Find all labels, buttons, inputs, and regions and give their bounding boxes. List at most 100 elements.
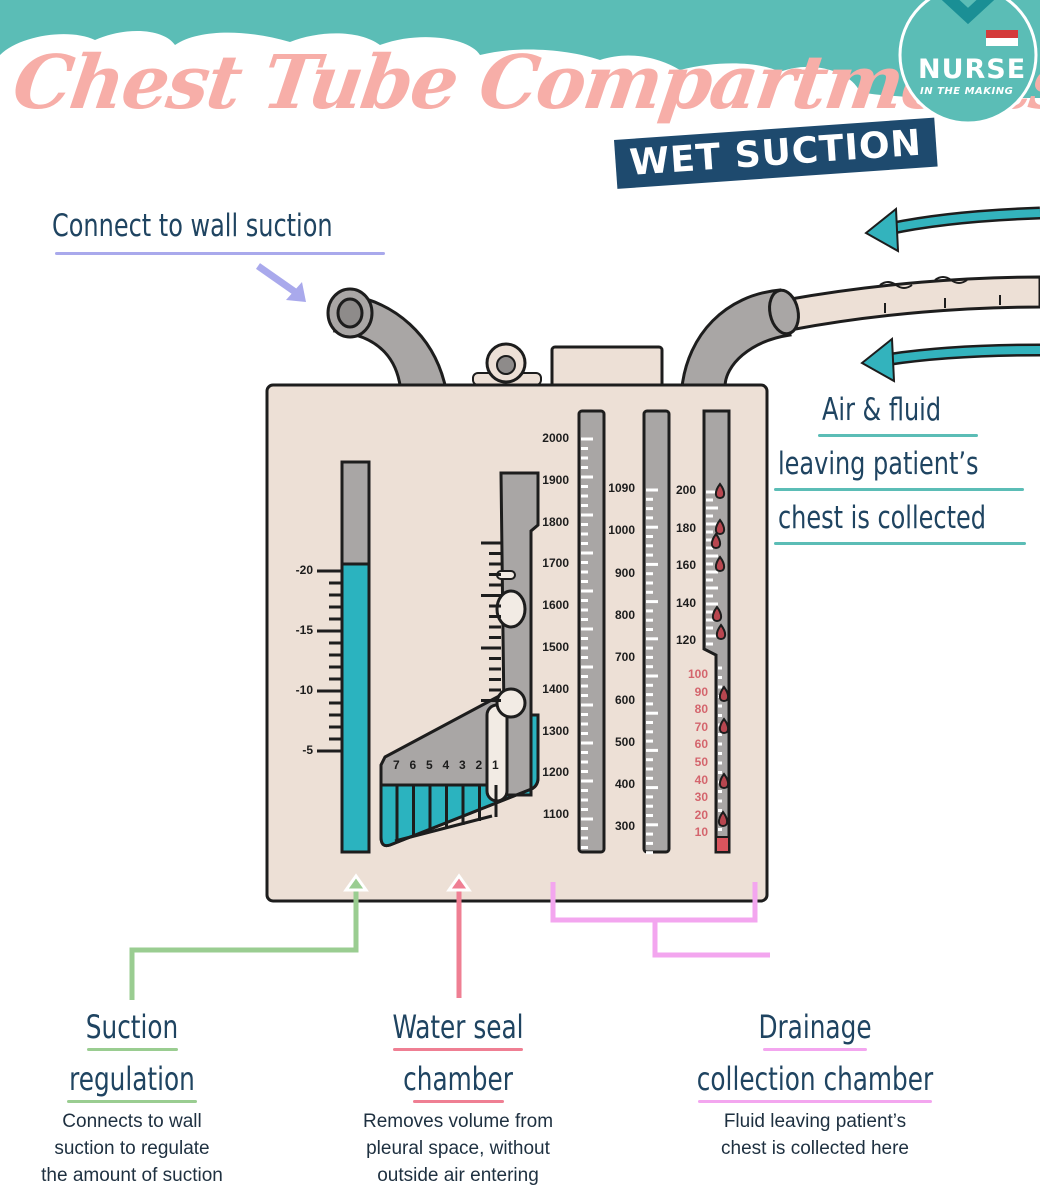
fluid-drop-icon	[714, 555, 726, 573]
suction-fluid-level	[340, 562, 371, 854]
collection-1-label: 1600	[542, 598, 569, 613]
fluid-drop-icon	[718, 685, 730, 703]
collection-3-lower-label: 80	[694, 702, 708, 717]
arrow-out-bottom-icon	[884, 346, 1040, 364]
collection-3-upper-label: 140	[675, 595, 696, 610]
wall-suction-underline	[55, 252, 385, 255]
fluid-drop-icon	[714, 518, 726, 536]
collection-1-label: 1900	[542, 472, 569, 487]
collection-3-lower-label: 70	[694, 719, 708, 734]
wall-suction-label: Connect to wall suction	[52, 208, 333, 244]
suction-regulation-title: Suction	[85, 1008, 179, 1046]
collection-2-label: 1000	[608, 523, 635, 538]
collection-1-label: 1300	[542, 723, 569, 738]
air-fluid-underline	[818, 434, 978, 437]
description-line: Connects to wall	[62, 1111, 202, 1132]
collection-2-label: 700	[614, 650, 635, 665]
page-title: Chest Tube Compartments	[7, 40, 1040, 126]
description-line: chest is collected here	[721, 1138, 909, 1159]
collection-3-lower-label: 10	[694, 825, 708, 840]
suction-regulation-underline	[67, 1100, 197, 1103]
drainage-collection-title: collection chamber	[696, 1060, 934, 1098]
patient-tube	[680, 275, 1040, 389]
fluid-drop-icon	[718, 772, 730, 790]
air-fluid-label-line: Air & fluid	[822, 392, 942, 428]
collection-1-label: 1700	[542, 556, 569, 571]
air-fluid-label-line: leaving patient’s	[778, 446, 979, 482]
water-seal-underline	[412, 1100, 504, 1103]
blood-level	[715, 836, 730, 853]
fluid-drop-icon	[715, 623, 727, 641]
collection-2-label: 1090	[608, 481, 635, 495]
collection-3-lower-label: 30	[694, 790, 708, 805]
collection-1-label: 1200	[542, 765, 569, 780]
suction-scale-label: -10	[295, 683, 313, 697]
collection-1-label: 2000	[542, 431, 569, 445]
collection-2-label: 900	[614, 565, 635, 580]
chamber-pointers	[129, 873, 770, 1000]
collection-3-upper-label: 200	[675, 483, 696, 497]
water-seal-title: chamber	[403, 1060, 513, 1098]
suction-regulation-title: regulation	[69, 1060, 195, 1098]
collection-3-lower-label: 100	[687, 667, 708, 681]
drainage-collection-description: Fluid leaving patient’s chest is collecte…	[665, 1108, 965, 1162]
water-seal-fluid	[379, 713, 540, 848]
water-seal-description: Removes volume from pleural space, withou…	[308, 1108, 608, 1189]
flag-icon	[986, 30, 1018, 38]
collection-2-label: 400	[614, 777, 635, 792]
collection-3-upper-label: 120	[675, 633, 696, 647]
collection-1-label: 1500	[542, 640, 569, 654]
air-fluid-underline	[774, 542, 1026, 545]
suction-scale-label: -20	[295, 563, 313, 577]
lavender-arrow-icon	[255, 263, 306, 302]
collection-3-lower-label: 50	[694, 755, 708, 769]
water-seal-scale-label: 6	[409, 758, 417, 772]
suction-pointer-line	[129, 884, 359, 1000]
logo-badge	[898, 0, 1038, 125]
air-fluid-underline	[774, 488, 1024, 491]
water-seal-scale-label: 3	[459, 758, 466, 772]
collection-1-label: 1100	[542, 807, 569, 822]
collection-2-label: 600	[614, 692, 635, 707]
water-seal-underline	[393, 1048, 523, 1051]
chest-drain-device	[265, 287, 769, 903]
collection-2-label: 800	[614, 607, 635, 622]
suction-regulation-underline	[86, 1048, 178, 1051]
collection-3-upper-label: 160	[675, 558, 696, 572]
air-fluid-label-line: chest is collected	[778, 500, 986, 536]
arrow-out-top-icon	[887, 209, 1040, 233]
drainage-collection-underline	[698, 1100, 932, 1103]
collection-1-label: 1400	[542, 681, 569, 696]
fluid-drop-icon	[710, 532, 722, 550]
description-line: the amount of suction	[41, 1165, 223, 1186]
collection-2-label: 500	[614, 734, 635, 749]
water-seal-scale-label: 2	[475, 758, 483, 772]
suction-scale-label: -15	[295, 623, 313, 637]
logo-sub-text: IN THE MAKING	[920, 86, 1014, 97]
logo-main-text: NURSE	[918, 54, 1027, 85]
suction-regulation-description: Connects to wall suction to regulate the a…	[0, 1108, 282, 1189]
collection-3-lower-label: 90	[694, 684, 708, 699]
collection-3-lower-label: 60	[694, 737, 708, 752]
description-line: Removes volume from	[362, 1111, 554, 1132]
air-bubble-icon	[495, 687, 527, 719]
suction-scale-label: -5	[302, 743, 313, 757]
fluid-drop-icon	[711, 605, 723, 623]
fluid-drop-icon	[718, 717, 730, 735]
collection-3-lower-label: 40	[694, 772, 708, 787]
flow-arrows	[860, 206, 1040, 383]
collection-3-upper-label: 180	[675, 520, 696, 535]
seal-grid-base	[394, 814, 493, 843]
drainage-bracket	[550, 882, 758, 923]
drainage-collection-title: Drainage	[758, 1008, 872, 1046]
collection-3-lower-label: 20	[694, 807, 708, 822]
water-seal-scale-label: 4	[442, 758, 450, 772]
water-seal-scale-label: 7	[393, 758, 400, 772]
description-line: suction to regulate	[54, 1138, 210, 1159]
air-bubble-icon	[495, 589, 527, 629]
description-line: Fluid leaving patient’s	[723, 1111, 907, 1132]
water-seal-scale-label: 5	[426, 758, 433, 772]
collection-1-label: 1800	[542, 514, 569, 529]
description-line: pleural space, without	[366, 1138, 550, 1159]
